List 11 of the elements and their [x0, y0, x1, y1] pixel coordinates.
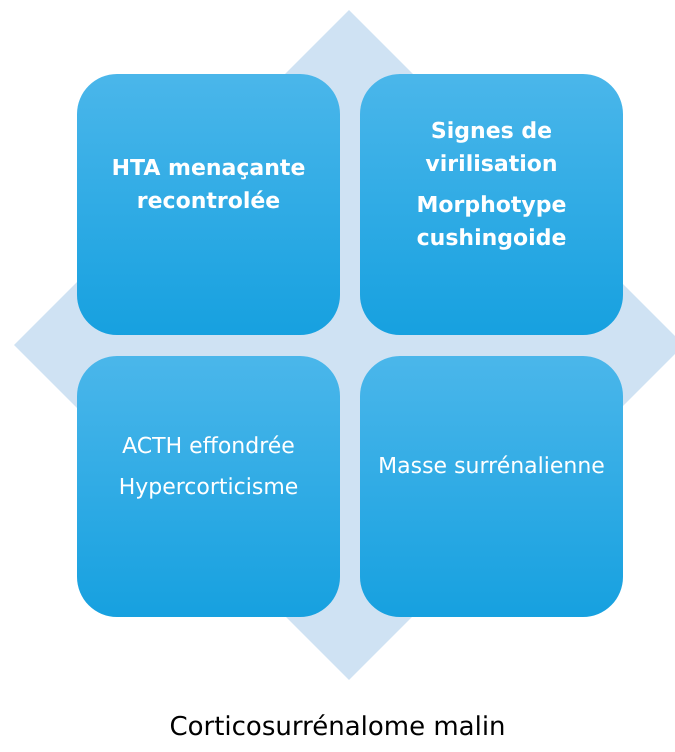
- box-text: HTA menaçante recontrolée: [110, 154, 306, 216]
- rounded-box: [360, 74, 623, 335]
- caption: Corticosurrénalome malin: [168, 712, 507, 742]
- box-text: Morphotype cushingoide: [416, 192, 568, 252]
- rounded-box: [77, 74, 340, 335]
- box-text: Masse surrénalienne: [378, 453, 605, 481]
- rounded-box: [77, 356, 340, 617]
- box-text: Signes de virilisation: [424, 118, 559, 178]
- rounded-box: [360, 356, 623, 617]
- box-text: ACTH effondrée: [122, 432, 295, 460]
- box-text: Hypercorticisme: [118, 474, 298, 502]
